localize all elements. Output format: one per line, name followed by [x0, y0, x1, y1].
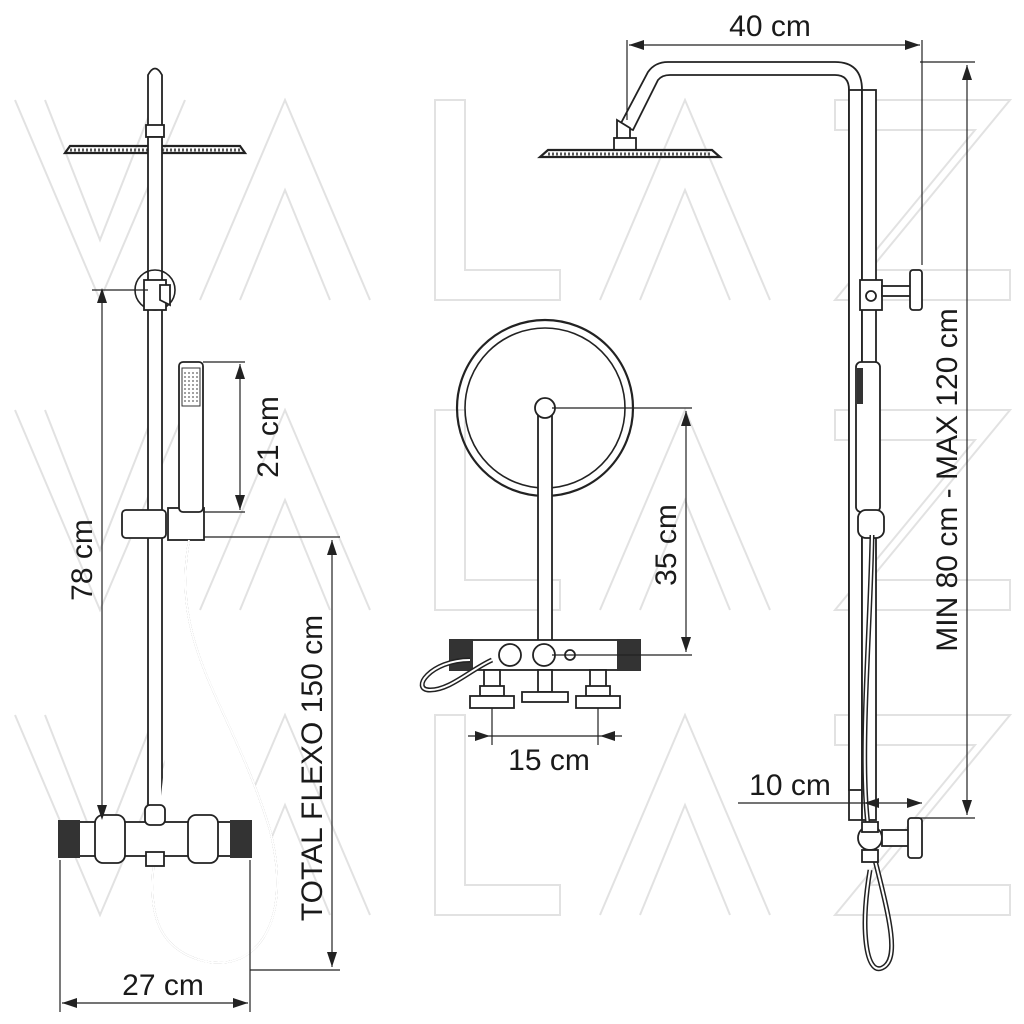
dimension-bar-height: 78 cm: [66, 288, 148, 820]
side-eccentric: [881, 829, 911, 847]
label-hand-shower: 21 cm: [252, 396, 285, 478]
right-handle-knurl: [230, 820, 252, 858]
top-view: 35 cm 15 cm: [419, 318, 692, 777]
riser-joint: [144, 804, 166, 826]
hand-shower-cradle: [167, 507, 205, 541]
dimension-hand-shower: 21 cm: [203, 361, 285, 513]
dimension-height-range: MIN 80 cm - MAX 120 cm: [920, 61, 975, 819]
dimension-arm: 35 cm: [552, 407, 692, 656]
label-hose: TOTAL FLEXO 150 cm: [296, 615, 329, 921]
dimension-mixer-width: 27 cm: [59, 860, 251, 1012]
right-eccentric: [187, 814, 219, 864]
side-riser: [618, 61, 863, 821]
top-left-valve: [498, 643, 522, 667]
dimension-hose: TOTAL FLEXO 150 cm: [204, 536, 340, 971]
label-reach: 40 cm: [729, 10, 811, 43]
left-eccentric: [94, 814, 126, 864]
shower-arm-top: [537, 407, 553, 661]
wall-connectors: [469, 669, 621, 709]
left-handle-knurl: [58, 820, 80, 858]
top-pipe-stub: [147, 67, 163, 131]
rain-head-side: [537, 148, 723, 159]
side-bracket-arm: [881, 285, 913, 297]
label-mixer-width: 27 cm: [122, 969, 204, 1002]
riser-pipe: [147, 136, 163, 826]
thermostatic-mixer: [59, 821, 251, 857]
top-center-valve: [532, 643, 556, 667]
side-flange: [907, 817, 923, 859]
side-cradle: [857, 509, 885, 539]
label-arm: 35 cm: [650, 504, 683, 586]
front-view: 78 cm 21 cm TOTAL FLEXO 150 cm 2: [58, 67, 340, 1012]
hand-shower: [178, 361, 204, 513]
watermark: [14, 97, 1013, 916]
label-height-range: MIN 80 cm - MAX 120 cm: [931, 308, 964, 651]
label-bar-height: 78 cm: [66, 519, 99, 601]
dimension-valves: 15 cm: [468, 708, 622, 777]
dimension-reach: 40 cm: [626, 10, 923, 265]
rain-head-front: [62, 144, 248, 155]
label-valves: 15 cm: [508, 744, 590, 777]
side-view: 40 cm MIN 80 cm - MAX 120 cm 10 cm: [537, 10, 975, 972]
label-wall-offset: 10 cm: [749, 769, 831, 802]
dimension-wall-offset: 10 cm: [738, 769, 922, 808]
clamp-knob: [159, 284, 171, 307]
flex-hose: [151, 539, 279, 964]
hand-shower-face: [181, 367, 201, 407]
head-connector: [145, 124, 165, 138]
slider-holder: [121, 509, 167, 539]
top-left-knurl: [449, 639, 473, 671]
side-wall-plate: [909, 269, 923, 311]
hose-outlet: [145, 851, 165, 867]
